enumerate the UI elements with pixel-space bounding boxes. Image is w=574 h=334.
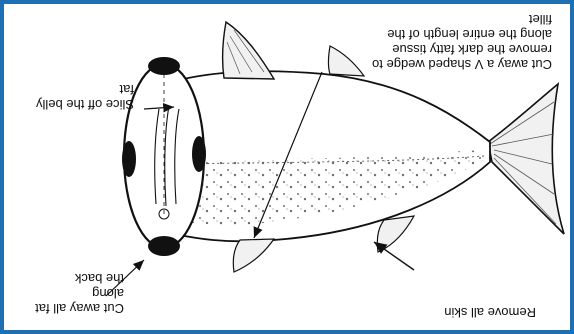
fish-body	[164, 71, 490, 241]
label-remove-skin: Remove all skin	[426, 305, 536, 320]
tail-fin	[488, 84, 564, 234]
label-belly-fat: Slice off the belly fat	[14, 82, 134, 112]
label-v-wedge: Cut away a V shaped wedge to remove the …	[342, 12, 552, 72]
diagram-stage: Remove all skin Cut away a V shaped wedg…	[8, 8, 574, 334]
label-fat-back: Cut away all fat along the back	[14, 271, 124, 316]
skin-arrow	[374, 242, 414, 270]
